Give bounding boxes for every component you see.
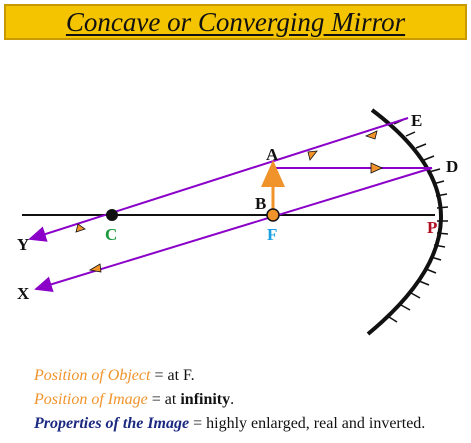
mirror-hatching [388,119,449,323]
label-E: E [411,111,422,130]
note-image-properties: Properties of the Image = highly enlarge… [34,412,464,436]
ray-direction-arrows [75,130,383,273]
concave-mirror [366,108,443,336]
object-position-key: Position of Object [34,367,151,384]
image-position-suffix: . [230,391,235,408]
title-banner: Concave or Converging Mirror [4,4,467,40]
focus-dot [266,208,280,222]
ray-D-to-X [34,167,433,292]
image-position-prefix: = at [151,391,181,408]
ray-E-to-Y [28,117,409,242]
label-C: C [105,225,117,244]
object-position-value: = at F. [154,367,195,384]
label-Y: Y [17,235,29,254]
image-position-key: Position of Image [34,391,148,408]
label-B: B [255,194,266,213]
center-of-curvature-dot [106,209,118,221]
diagram-title: Concave or Converging Mirror [65,6,406,37]
image-properties-key: Properties of the Image [34,415,190,432]
label-X: X [17,284,30,303]
image-properties-value: = highly enlarged, real and inverted. [193,415,426,432]
note-image-position: Position of Image = at infinity. [34,388,464,412]
label-F: F [267,225,277,244]
image-position-value: infinity [180,391,231,408]
label-D: D [446,157,458,176]
observation-notes: Position of Object = at F. Position of I… [34,364,464,436]
label-A: A [266,145,279,164]
note-object-position: Position of Object = at F. [34,364,464,388]
label-P: P [427,218,437,237]
